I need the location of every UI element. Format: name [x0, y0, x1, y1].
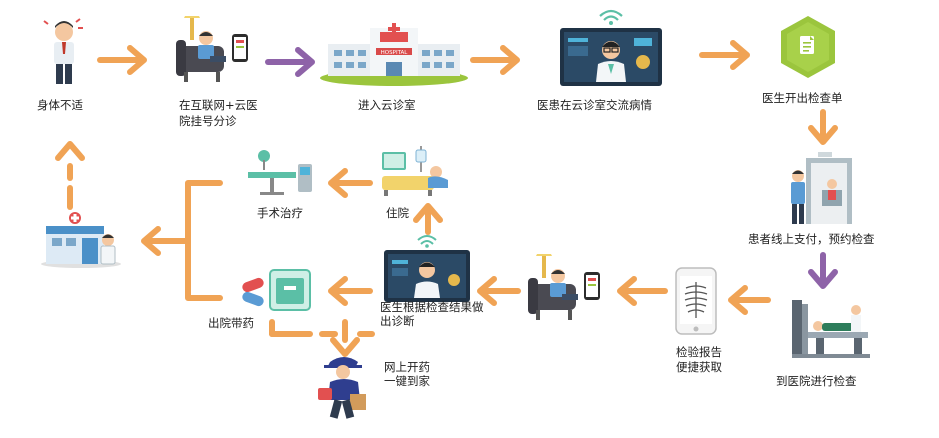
community-hospital-icon — [41, 212, 121, 268]
arrow-s10-s11 — [328, 168, 373, 198]
medical-scan-icon — [792, 300, 870, 358]
bracket-to-hospital — [141, 180, 223, 301]
step-label-s7: 到医院进行检查 — [776, 374, 857, 388]
step-label-s13-line2: 一键到家 — [384, 374, 430, 388]
arrow-s1-s2 — [97, 45, 147, 75]
step-label-s9-line2: 出诊断 — [380, 314, 415, 328]
step-label-s2-line1: 在互联网+云医 — [179, 98, 258, 112]
prescription-hexagon-icon — [781, 16, 835, 78]
person-phone-chair-icon-2 — [528, 254, 600, 320]
arrow-s6-s7 — [808, 252, 838, 289]
arrow-s9-s12 — [328, 276, 373, 306]
operating-room-icon — [248, 150, 312, 195]
step-label-s12: 出院带药 — [208, 316, 254, 330]
arrow-hospital-s1 — [55, 141, 85, 210]
step-label-s1: 身体不适 — [37, 98, 83, 112]
step-label-s4: 医患在云诊室交流病情 — [537, 98, 652, 112]
delivery-courier-icon — [318, 357, 366, 419]
hospital-building-icon: HOSPITAL — [320, 23, 468, 86]
arrow-s8-s9a — [617, 276, 668, 306]
person-phone-chair-icon — [176, 16, 248, 82]
arrow-s7-s8 — [728, 285, 771, 315]
arrow-s2-s3 — [265, 47, 315, 77]
step-label-s10: 住院 — [386, 206, 409, 220]
step-label-s9-line1: 医生根据检查结果做 — [380, 300, 484, 314]
checkin-gate-icon — [791, 152, 852, 224]
step-label-s2-line2: 院挂号分诊 — [179, 114, 237, 128]
xray-report-phone-icon — [675, 267, 717, 335]
arrow-s9-s10 — [413, 203, 443, 235]
arrow-s3-s4 — [470, 45, 520, 75]
arrow-s4-s5 — [699, 40, 750, 70]
hospital-bed-icon — [382, 146, 448, 196]
medicine-icon — [242, 269, 311, 311]
step-label-s8-line1: 检验报告 — [676, 345, 722, 359]
step-label-s6: 患者线上支付，预约检查 — [748, 232, 875, 246]
hospital-sign-text: HOSPITAL — [381, 50, 409, 56]
step-label-s8-line2: 便捷获取 — [676, 360, 722, 374]
arrow-s9a-s9 — [477, 276, 521, 306]
diagnosis-monitor-icon — [384, 235, 470, 302]
video-consult-monitor-icon — [560, 9, 662, 86]
step-label-s3: 进入云诊室 — [358, 98, 416, 112]
route-s12-delivery — [269, 319, 375, 357]
arrow-s5-s6 — [808, 109, 838, 145]
sick-person-icon — [43, 18, 83, 84]
step-label-s11: 手术治疗 — [257, 206, 303, 220]
step-label-s5: 医生开出检查单 — [762, 91, 843, 105]
step-label-s13-line1: 网上开药 — [384, 360, 430, 374]
